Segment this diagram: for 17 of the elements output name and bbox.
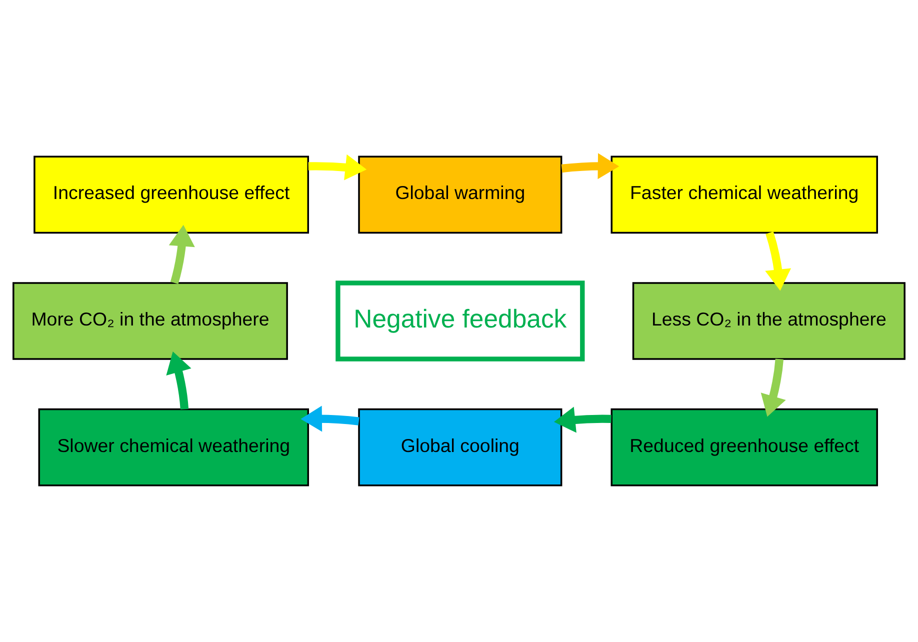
node-box: More CO₂ in the atmosphere [12, 282, 288, 360]
node-box: Increased greenhouse effect [34, 156, 309, 234]
node-box: Reduced greenhouse effect [610, 408, 878, 486]
arrow [561, 153, 620, 180]
arrow [554, 406, 612, 433]
node-box: Faster chemical weathering [610, 156, 878, 234]
arrow [300, 406, 360, 432]
arrow [168, 224, 195, 284]
arrow [765, 232, 792, 291]
arrow [760, 358, 786, 417]
node-box: Slower chemical weathering [38, 408, 309, 486]
node-box: Global cooling [358, 408, 562, 486]
arrow [166, 352, 192, 410]
node-box: Global warming [358, 156, 562, 234]
node-box: Less CO₂ in the atmosphere [632, 282, 906, 360]
node-box: Negative feedback [336, 280, 585, 362]
arrow [308, 154, 367, 180]
